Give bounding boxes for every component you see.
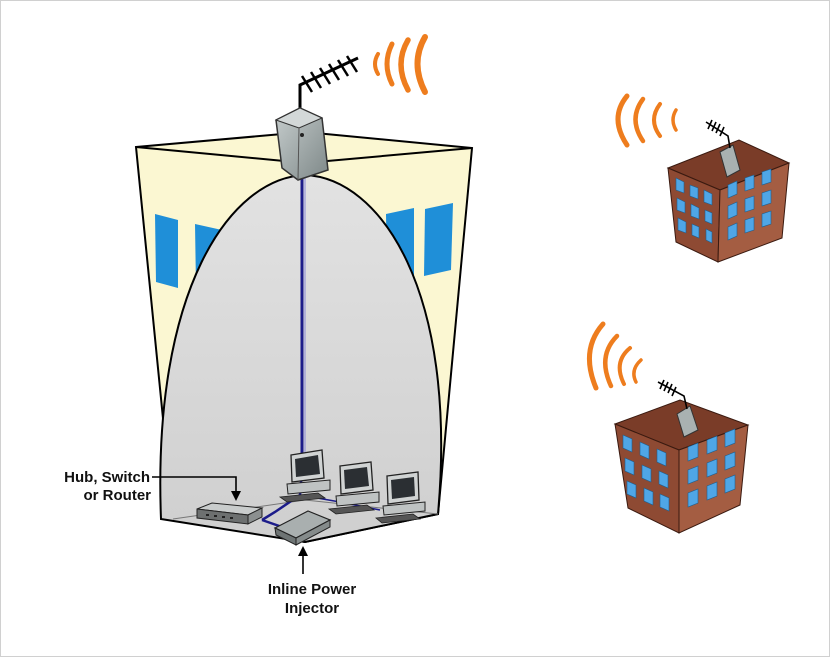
wireless-signal-icon [589,324,641,388]
hub-label-line2: or Router [84,487,152,504]
remote-building-2 [589,324,748,533]
injector-label-line2: Injector [285,600,339,617]
window [424,203,453,276]
injector-label-line1: Inline Power [268,581,357,598]
yagi-antenna-icon [706,120,730,148]
hub-label-line1: Hub, Switch [64,469,150,486]
yagi-antenna-icon [300,56,358,110]
remote-building-1 [618,96,789,262]
wireless-signal-icon [618,96,676,145]
window [155,214,178,288]
wireless-signal-icon [375,37,425,92]
access-point-icon [276,108,328,180]
power-injector-callout: Inline Power Injector [268,546,357,617]
